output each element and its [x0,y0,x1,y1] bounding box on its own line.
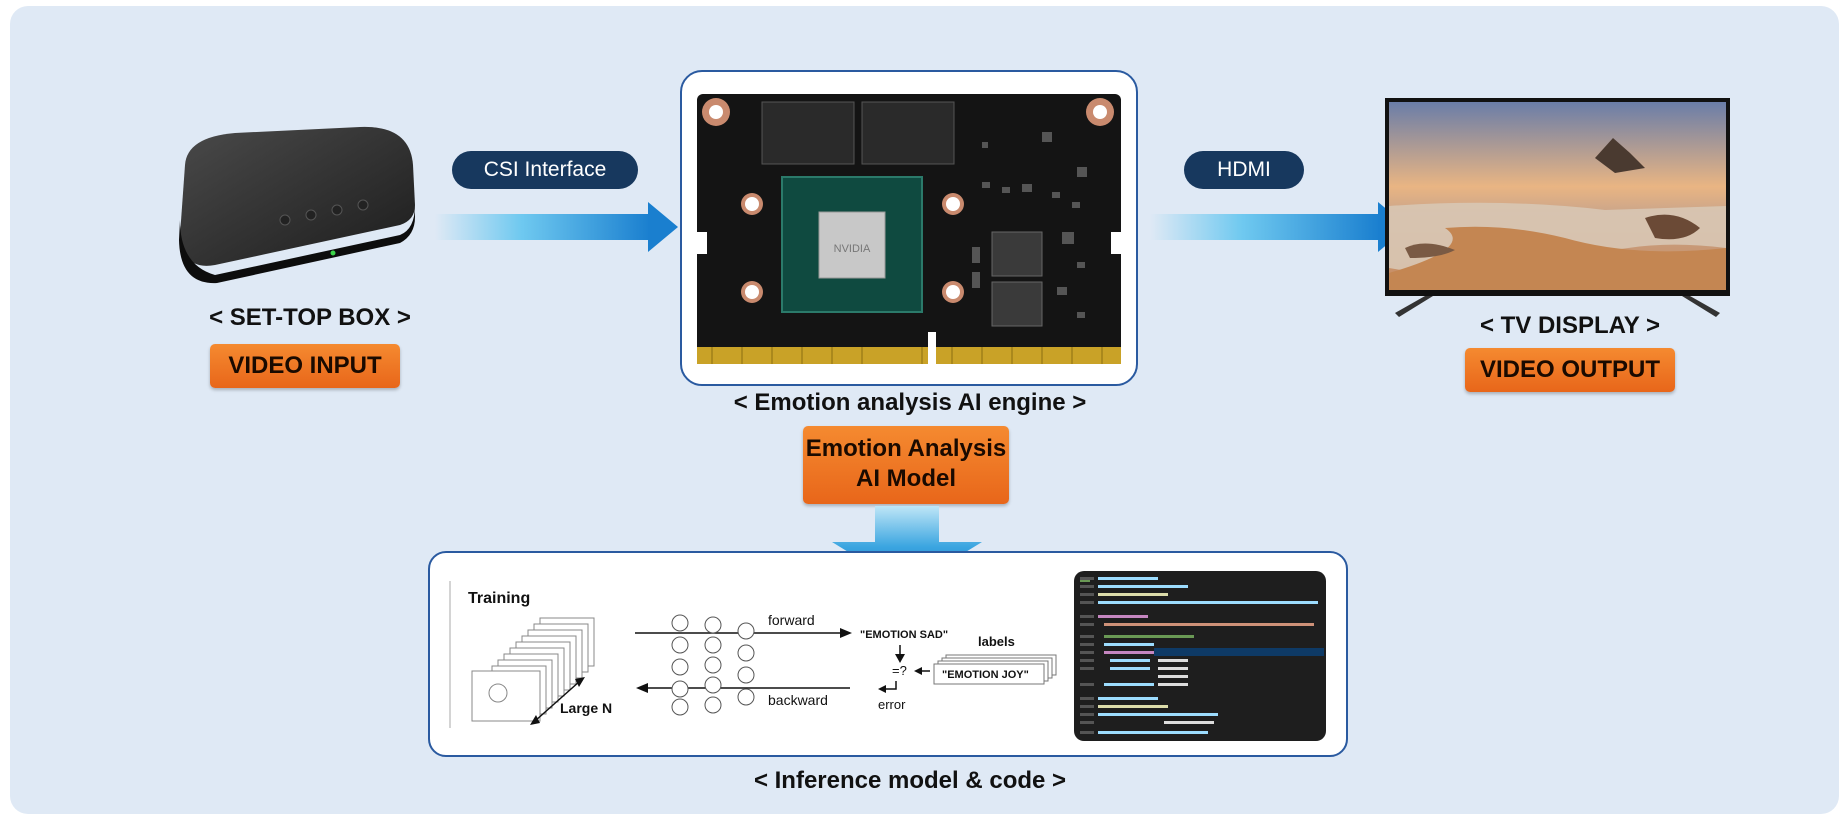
large-n-label: Large N [560,700,612,716]
emotion-model-badge: Emotion Analysis AI Model [803,426,1009,504]
nvidia-chip-label: NVIDIA [834,243,871,255]
set-top-box-caption: < SET-TOP BOX > [209,304,411,331]
inference-card: Training Large N forward backward "EMOTI… [428,551,1348,757]
forward-label: forward [768,612,815,628]
csi-arrow [435,214,650,240]
set-top-box-image [175,125,420,285]
code-editor-screenshot [1074,571,1326,741]
tv-image [1385,98,1730,320]
emotion-joy-label: "EMOTION JOY" [942,669,1029,681]
csi-interface-pill: CSI Interface [452,151,638,189]
compare-label: =? [892,663,907,678]
error-label: error [878,697,906,712]
hdmi-pill: HDMI [1184,151,1304,189]
backward-label: backward [768,692,828,708]
down-arrow [832,506,982,588]
training-label: Training [468,590,530,607]
inference-caption: < Inference model & code > [753,767,1067,794]
smiley-icon [488,683,508,703]
video-input-badge: VIDEO INPUT [210,344,400,388]
emotion-model-line1: Emotion Analysis [805,435,1007,462]
emotion-model-line2: AI Model [856,465,956,492]
hdmi-arrow [1150,214,1380,240]
csi-arrow-head [648,202,678,252]
video-output-badge: VIDEO OUTPUT [1465,348,1675,392]
jetson-module-image: NVIDIA [697,94,1121,364]
training-diagram: Training Large N forward backward "EMOTI… [449,581,1057,728]
ai-engine-caption: < Emotion analysis AI engine > [733,389,1087,416]
tv-display-caption: < TV DISPLAY > [1479,312,1661,339]
emotion-sad-label: "EMOTION SAD" [860,629,948,641]
ai-engine-card: NVIDIA [680,70,1138,386]
labels-label: labels [978,634,1015,649]
